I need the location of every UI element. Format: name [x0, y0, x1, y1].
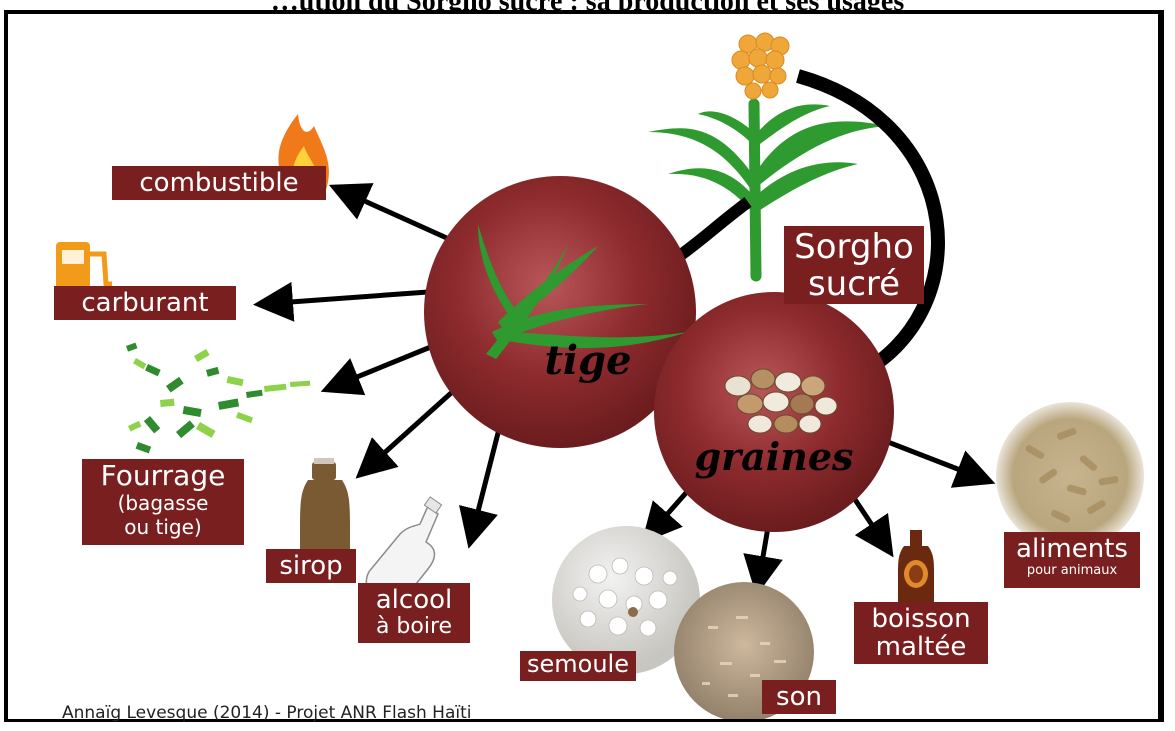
arrow-to-carburant: [263, 292, 428, 304]
son-label: son: [762, 680, 836, 714]
aliments-sub: pour animaux: [1010, 563, 1134, 579]
credit-text: Annaïg Levesque (2014) - Projet ANR Flas…: [62, 703, 471, 723]
diagram-frame: tige graines: [4, 10, 1164, 722]
sirop-text: sirop: [279, 551, 342, 581]
sorghum-seedhead-icon: [732, 33, 789, 99]
fourrage-sub-2: ou tige): [88, 515, 238, 539]
arrow-to-aliments: [888, 442, 986, 480]
boisson-label: boisson maltée: [854, 602, 988, 664]
arrow-to-fourrage: [330, 344, 438, 388]
combustible-label: combustible: [112, 166, 326, 200]
carburant-text: carburant: [81, 288, 208, 318]
carburant-label: carburant: [54, 286, 236, 320]
diagram-canvas: tige graines: [8, 14, 1164, 722]
sorgho-text: Sorgho: [794, 227, 914, 267]
fodder-icon: [126, 343, 310, 454]
sorgho-label: Sorgho sucré: [784, 226, 924, 304]
semoule-text: semoule: [527, 650, 629, 678]
aliments-label: aliments pour animaux: [1004, 532, 1140, 588]
fourrage-sub-1: (bagasse: [88, 491, 238, 515]
fourrage-label: Fourrage (bagasse ou tige): [82, 459, 244, 545]
syrup-bottle-icon: [300, 458, 350, 560]
arrow-to-combustible: [338, 189, 460, 244]
stem-label: tige: [544, 337, 631, 384]
maltee-text: maltée: [876, 632, 967, 662]
pellets-photo: [996, 402, 1144, 550]
malt-drink-bottle-icon: [898, 530, 934, 602]
fourrage-text: Fourrage: [101, 459, 226, 492]
boisson-text: boisson: [871, 604, 970, 634]
alcool-text: alcool: [376, 585, 453, 615]
grain-label: graines: [695, 434, 854, 479]
sucre-text: sucré: [808, 264, 900, 304]
alcool-label: alcool à boire: [358, 583, 470, 643]
combustible-text: combustible: [139, 168, 298, 198]
sirop-label: sirop: [266, 549, 356, 583]
semoule-label: semoule: [520, 651, 636, 681]
fuel-pump-icon: [56, 242, 112, 290]
aliments-text: aliments: [1016, 534, 1128, 564]
alcool-sub: à boire: [364, 614, 464, 640]
son-text: son: [776, 682, 822, 712]
